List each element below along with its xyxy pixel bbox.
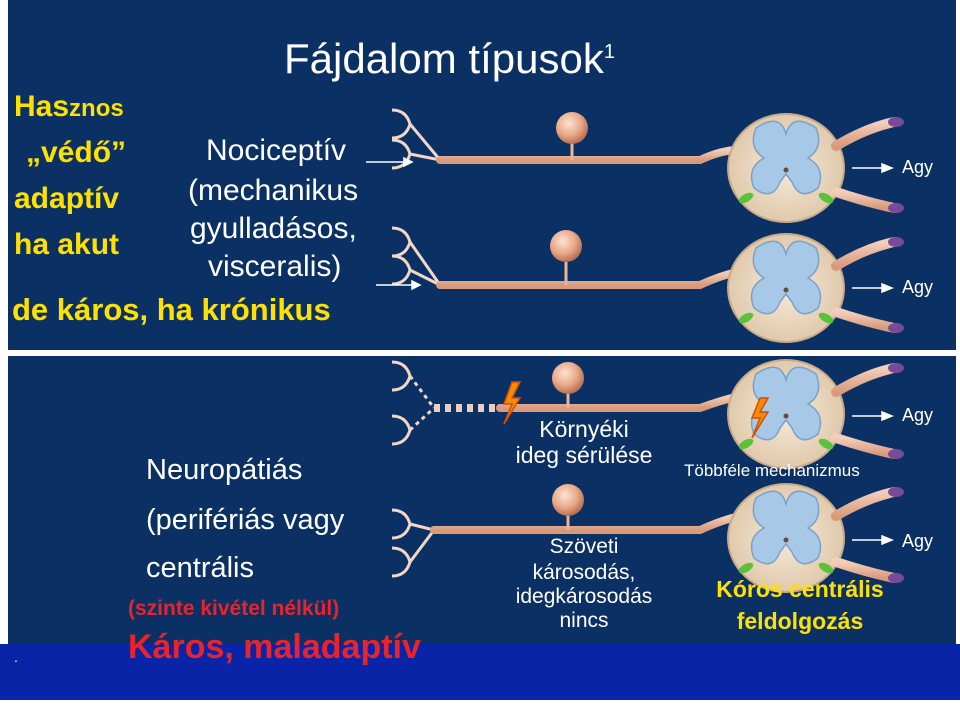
nociceptive-sub2: gyulladásos, [190, 212, 357, 245]
bottom-receptor-endings [390, 360, 437, 578]
central-processing-l1: Kóros centrális [716, 576, 884, 602]
useful-label: Hasznos [14, 90, 124, 123]
adaptive-label: adaptív [14, 182, 120, 215]
multiple-mechanisms-label: Többféle mechanizmus [684, 461, 860, 480]
harmful-maladaptive: Káros, maladaptív [128, 628, 421, 666]
damaged-axon [434, 362, 744, 425]
peripheral-injury-l2: ideg sérülése [515, 442, 653, 468]
neuropathic-sub1: (perifériás vagy [146, 504, 345, 536]
central-processing-l2: feldolgozás [736, 608, 864, 634]
central-bolt-icon [750, 397, 770, 439]
nociceptive-sub3: visceralis) [208, 250, 342, 283]
bottom-band [0, 644, 960, 700]
tissue-damage-l4: nincs [559, 609, 609, 632]
top-axon-2 [436, 230, 742, 289]
protective-label: „védő” [26, 136, 127, 169]
brain-label-3: Agy [902, 405, 934, 425]
top-axon-1 [436, 112, 742, 164]
tissue-damage-l3: idegkárosodás [515, 585, 653, 608]
brain-label-1: Agy [902, 157, 934, 177]
neuropathic-label: Neuropátiás [146, 454, 303, 486]
page-title: Fájdalom típusok1 [284, 35, 615, 82]
nociceptive-sub1: (mechanikus [188, 174, 359, 207]
tissue-damage-l1: Szöveti [549, 535, 619, 558]
peripheral-injury-l1: Környéki [539, 416, 629, 442]
brain-label-4: Agy [902, 531, 934, 551]
tissue-damage-l2: károsodás, [532, 561, 636, 584]
top-receptor-endings [390, 108, 444, 287]
bottom-arrows [852, 410, 895, 546]
almost-without-exception: (szinte kivétel nélkül) [128, 597, 340, 620]
top-arrows [366, 156, 895, 294]
nociceptive-label: Nociceptív [206, 134, 347, 167]
stray-dot: . [14, 649, 18, 665]
neuropathic-sub2: centrális [146, 552, 254, 584]
acute-label: ha akut [14, 228, 120, 261]
chronic-harmful-label: de káros, ha krónikus [12, 292, 331, 327]
injury-bolt-icon [502, 381, 522, 425]
brain-label-2: Agy [902, 277, 934, 297]
bottom-axon-2 [430, 484, 744, 534]
